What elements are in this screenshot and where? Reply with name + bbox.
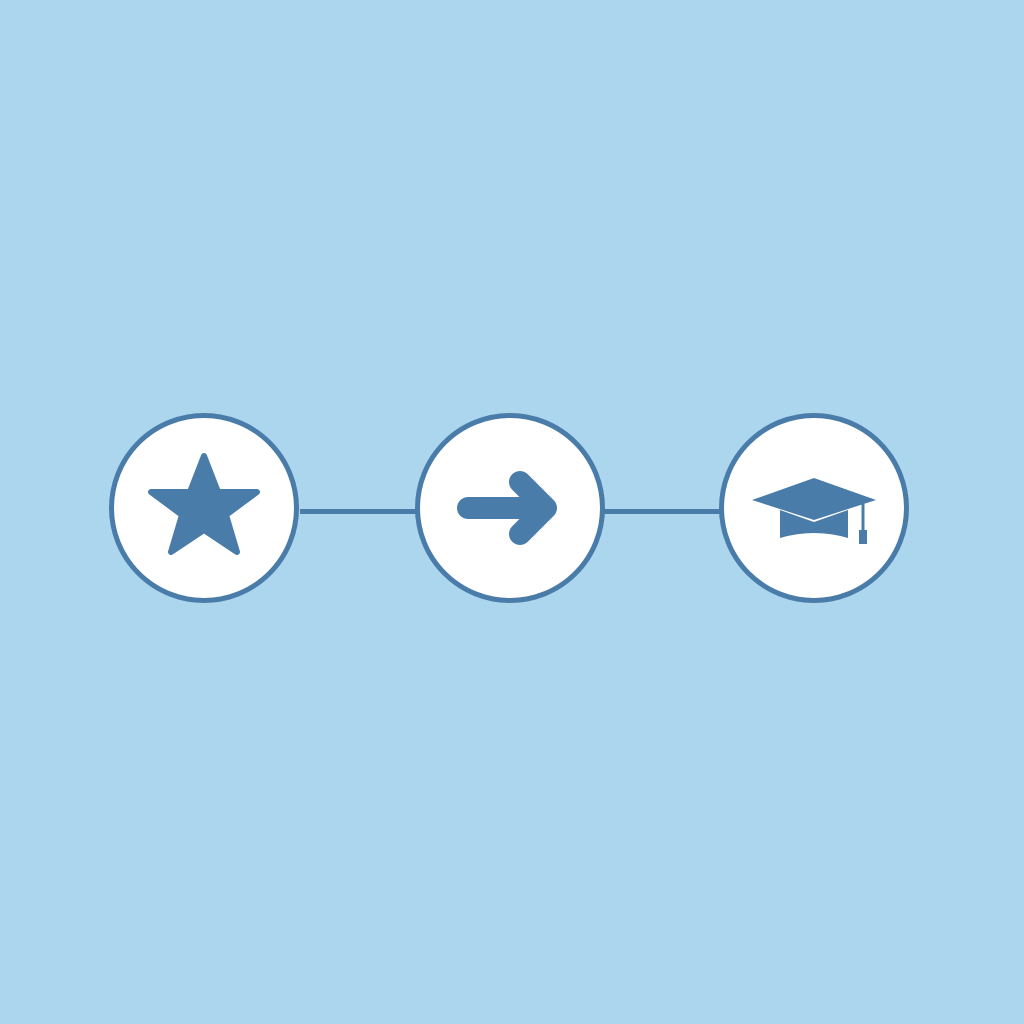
connector-line bbox=[300, 509, 418, 514]
star-icon bbox=[148, 453, 260, 555]
step-node-progress bbox=[415, 413, 605, 603]
step-node-graduate bbox=[719, 413, 909, 603]
graduation-cap-icon bbox=[752, 478, 876, 544]
connector-line bbox=[604, 509, 722, 514]
arrow-right-icon bbox=[457, 471, 557, 545]
step-node-start bbox=[109, 413, 299, 603]
